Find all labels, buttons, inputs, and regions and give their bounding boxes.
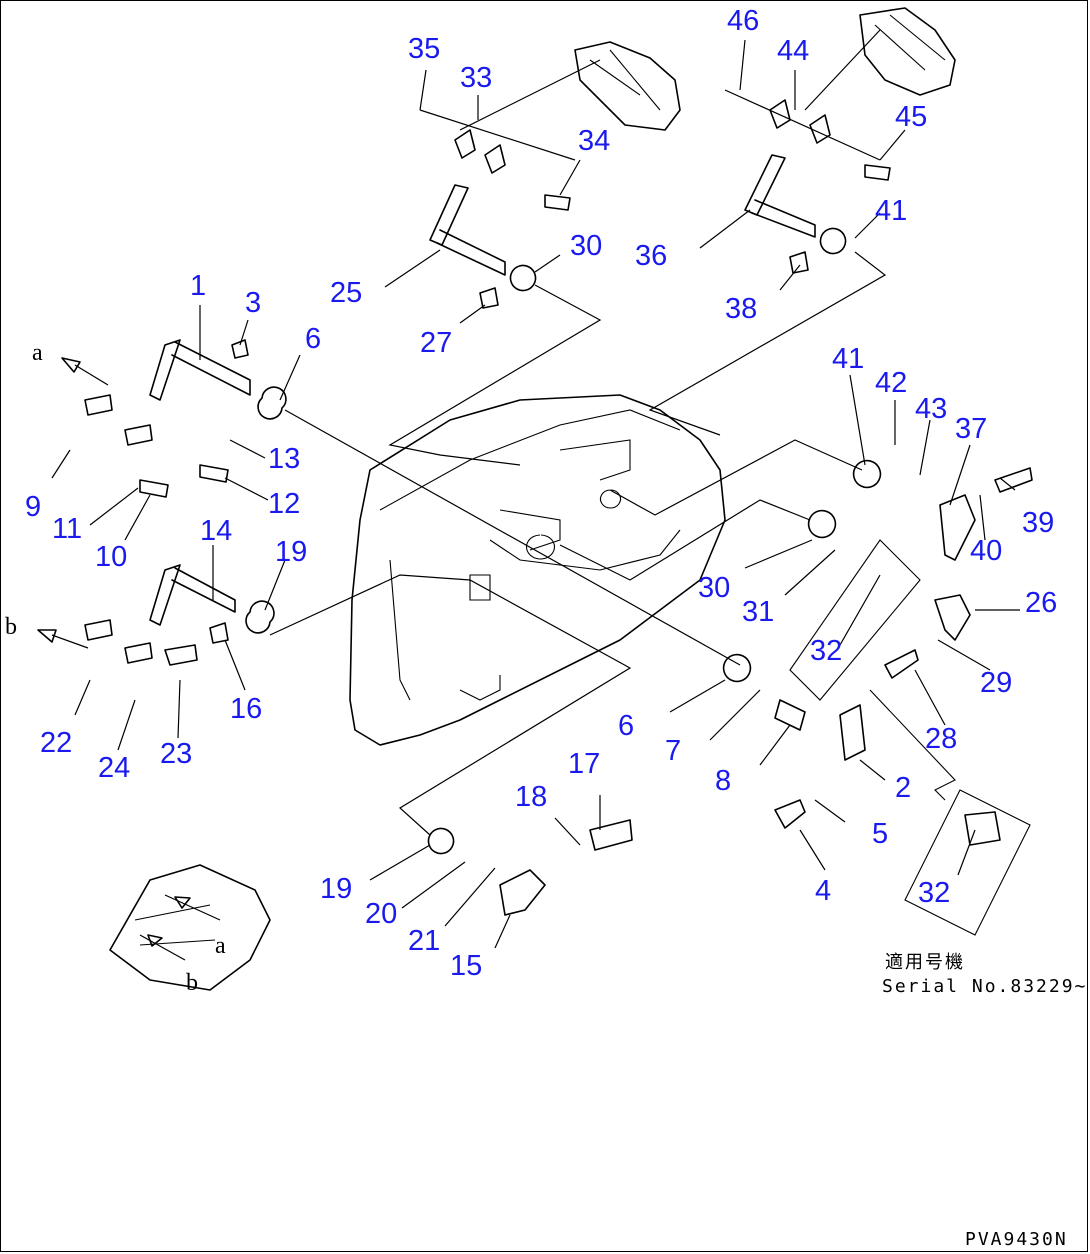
callout-5: 5 xyxy=(872,818,888,850)
callout-26: 26 xyxy=(1025,587,1057,619)
inset-letter-a: a xyxy=(215,933,226,959)
callout-27: 27 xyxy=(420,327,452,359)
callout-33: 33 xyxy=(460,62,492,94)
callout-21: 21 xyxy=(408,925,440,957)
callout-11: 11 xyxy=(52,513,82,545)
callout-24: 24 xyxy=(98,752,130,784)
callout-38: 38 xyxy=(725,293,757,325)
callout-40: 40 xyxy=(970,535,1002,567)
callout-9: 9 xyxy=(25,491,41,523)
levers-and-rods xyxy=(84,99,1033,916)
view-letter-b: b xyxy=(5,614,17,640)
callout-28: 28 xyxy=(925,723,957,755)
callout-32b: 32 xyxy=(918,877,950,909)
control-valve-upper-left xyxy=(574,41,681,131)
callout-22: 22 xyxy=(40,727,72,759)
callout-17: 17 xyxy=(568,748,600,780)
callout-labels: 1 2 3 4 5 6 6 7 8 9 10 11 12 13 14 15 16… xyxy=(25,5,1057,982)
callout-14: 14 xyxy=(200,515,232,547)
serial-number-text: Serial No.83229∼ xyxy=(882,976,1087,997)
callout-35: 35 xyxy=(408,33,440,65)
serial-jp-label: 適用号機 xyxy=(885,952,965,973)
callout-41a: 41 xyxy=(875,195,907,227)
callout-36: 36 xyxy=(635,240,667,272)
callout-3: 3 xyxy=(245,287,261,319)
callout-30b: 30 xyxy=(698,572,730,604)
transmission-case xyxy=(349,394,726,746)
inset-letter-b: b xyxy=(186,970,198,996)
callout-6b: 6 xyxy=(618,710,634,742)
serial-note: 適用号機 Serial No.83229∼ xyxy=(882,952,1087,997)
control-valve-upper-right xyxy=(859,7,956,96)
callout-18: 18 xyxy=(515,781,547,813)
callout-42: 42 xyxy=(875,367,907,399)
callout-29: 29 xyxy=(980,667,1012,699)
callout-31: 31 xyxy=(742,596,774,628)
callout-19b: 19 xyxy=(320,873,352,905)
callout-34: 34 xyxy=(578,125,610,157)
callout-4: 4 xyxy=(815,875,831,907)
callout-1: 1 xyxy=(190,270,206,302)
callout-23: 23 xyxy=(160,738,192,770)
callout-19a: 19 xyxy=(275,536,307,568)
link-lines xyxy=(269,29,1031,936)
view-arrows xyxy=(37,357,109,649)
callout-10: 10 xyxy=(95,541,127,573)
callout-16: 16 xyxy=(230,693,262,725)
callout-7: 7 xyxy=(665,735,681,767)
callout-2: 2 xyxy=(895,772,911,804)
callout-20: 20 xyxy=(365,898,397,930)
callout-6a: 6 xyxy=(305,323,321,355)
callout-30a: 30 xyxy=(570,230,602,262)
view-letters: a b a b xyxy=(5,340,226,996)
callout-39: 39 xyxy=(1022,507,1054,539)
callout-46: 46 xyxy=(727,5,759,37)
callout-41b: 41 xyxy=(832,343,864,375)
callout-45: 45 xyxy=(895,101,927,133)
callout-13: 13 xyxy=(268,443,300,475)
leader-lines xyxy=(51,39,1020,949)
callout-44: 44 xyxy=(777,35,809,67)
callout-12: 12 xyxy=(268,488,300,520)
callout-15: 15 xyxy=(450,950,482,982)
callout-43: 43 xyxy=(915,393,947,425)
callout-25: 25 xyxy=(330,277,362,309)
callout-8: 8 xyxy=(715,765,731,797)
inset-view xyxy=(109,864,271,991)
view-letter-a: a xyxy=(32,340,43,366)
callout-37: 37 xyxy=(955,413,987,445)
drawing-code: PVA9430N xyxy=(965,1229,1068,1250)
callout-32a: 32 xyxy=(810,635,842,667)
